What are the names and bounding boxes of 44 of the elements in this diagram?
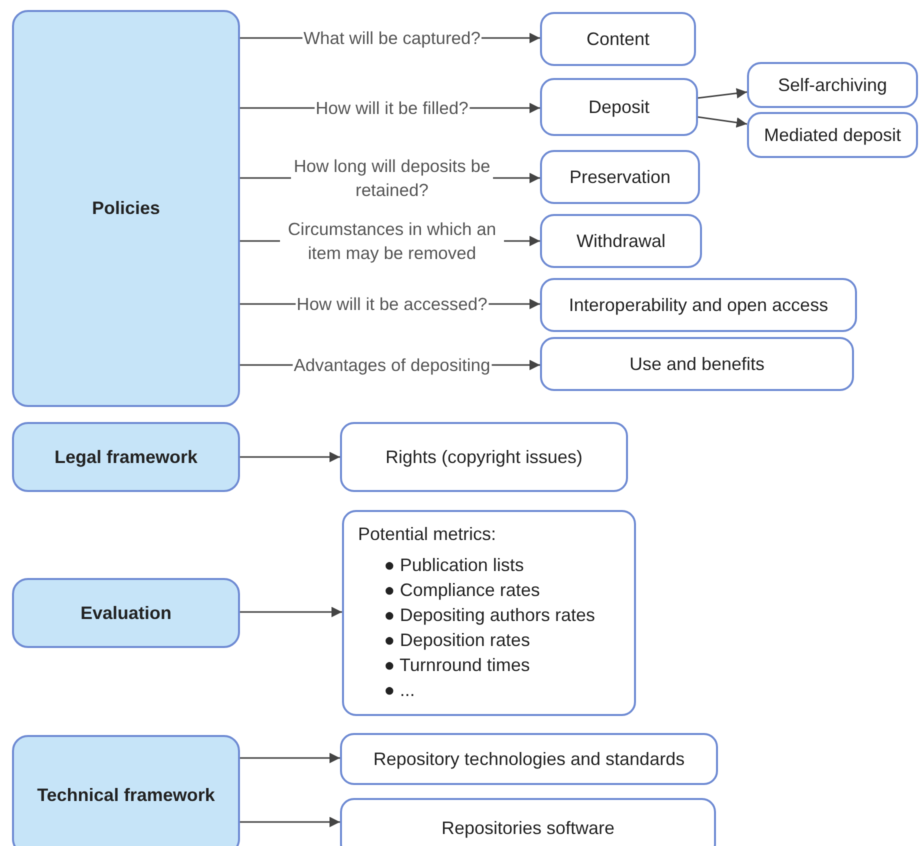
topic-box <box>340 733 718 785</box>
node-label: Preservation <box>569 166 671 188</box>
topic-box <box>540 337 854 391</box>
category-box <box>12 735 240 846</box>
topic-box <box>340 798 716 846</box>
arrow <box>698 116 748 128</box>
arrow <box>240 752 340 764</box>
node-label: Mediated deposit <box>764 124 902 146</box>
category-box <box>12 10 240 407</box>
category-box <box>12 578 240 648</box>
list-item: ● Publication lists <box>384 554 524 577</box>
node-label: Deposit <box>588 96 650 118</box>
topic-box <box>540 12 696 66</box>
list-item: ● Turnround times <box>384 654 530 677</box>
node-label: Legal framework <box>54 446 198 468</box>
node-label: Rights (copyright issues) <box>385 446 583 468</box>
node-label: Interoperability and open access <box>568 294 828 316</box>
node-label: Repository technologies and standards <box>373 748 685 770</box>
topic-box <box>540 278 857 332</box>
topic-box <box>747 62 918 108</box>
arrow <box>240 816 340 828</box>
list-item: ● Compliance rates <box>384 579 540 602</box>
topic-box <box>540 150 700 204</box>
list-item: ● ... <box>384 679 415 702</box>
arrow <box>240 452 340 462</box>
node-label: Self-archiving <box>778 74 888 96</box>
category-box <box>12 422 240 492</box>
node-label: Withdrawal <box>576 230 666 252</box>
arrow <box>240 606 342 618</box>
list-item: ● Deposition rates <box>384 629 530 652</box>
node-label: Policies <box>92 198 160 219</box>
topic-box <box>540 78 698 136</box>
topic-box <box>540 214 702 268</box>
node-label: Use and benefits <box>629 354 765 374</box>
node-label: Repositories software <box>441 818 615 838</box>
node-label: Content <box>586 28 650 50</box>
arrow <box>698 88 748 99</box>
topic-box <box>340 422 628 492</box>
list-item: ● Depositing authors rates <box>384 604 595 627</box>
metrics-box <box>342 510 636 716</box>
node-label: Technical framework <box>37 784 215 806</box>
node-label: Evaluation <box>80 602 172 624</box>
list-heading: Potential metrics: <box>358 524 496 545</box>
topic-box <box>747 112 918 158</box>
